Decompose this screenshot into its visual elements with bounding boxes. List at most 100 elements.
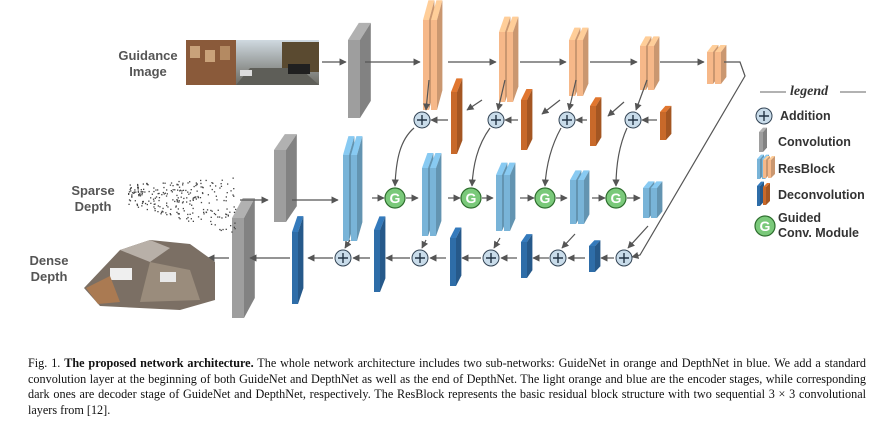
sparse-point	[131, 196, 133, 198]
depthnet-decoder-3-face	[450, 238, 456, 286]
depthnet-decoder-3	[450, 227, 462, 286]
sparse-point	[223, 199, 225, 202]
depthnet-decoder-4-top	[521, 234, 533, 242]
sparse-point	[128, 193, 130, 195]
sparse-point	[192, 220, 194, 222]
sparse-point	[176, 184, 178, 186]
guide-feature-to-gcm-4	[612, 127, 628, 187]
sparse-point	[192, 207, 194, 210]
legend-resblock-icon-orange-layer2-side	[771, 156, 775, 178]
sparse-point	[154, 197, 156, 199]
sparse-point	[205, 179, 207, 182]
guidenet-encoder-1-layer1-top	[423, 0, 435, 20]
sparse-point	[227, 214, 229, 216]
sparse-point	[165, 212, 167, 214]
legend-deconvolution-label: Deconvolution	[778, 188, 865, 202]
guidenet-add-1-cross	[417, 115, 427, 125]
guidance-image	[186, 40, 319, 85]
sparse-point	[233, 206, 235, 208]
guidenet-encoder-3	[569, 27, 589, 96]
sparse-point	[206, 209, 209, 211]
guidenet-encoder-4-layer2	[648, 36, 660, 90]
guidenet-encoder-2-layer1-top	[499, 16, 511, 32]
sparse-point	[172, 189, 174, 191]
sparse-point	[165, 195, 168, 197]
legend-resblock-icon-blue-layer2-top	[762, 154, 769, 159]
sparse-point	[233, 195, 235, 197]
sparse-point	[179, 189, 182, 191]
depthnet-add-4-cross	[553, 253, 563, 263]
guidenet-decoder-1-face	[451, 92, 457, 154]
depthnet-encoder-5-layer2-face	[651, 188, 657, 218]
legend-resblock-icon-orange-layer2-top	[768, 156, 775, 160]
sparse-point	[189, 213, 191, 215]
sparse-point	[185, 189, 187, 192]
sparse-point	[182, 201, 184, 203]
sparse-point	[158, 192, 160, 195]
sparse-point	[146, 208, 148, 211]
depthnet-encoder-1-layer2-side	[357, 136, 363, 241]
depthnet-decoder-1	[292, 216, 304, 304]
sparse-point	[210, 209, 212, 212]
sparse-point	[163, 186, 165, 189]
depthnet-add-1-cross	[338, 253, 348, 263]
sparse-point	[176, 201, 178, 203]
guide-enc-skip-4	[634, 79, 648, 111]
depthnet-encoder-4	[570, 170, 590, 224]
sparse-point	[178, 200, 180, 202]
sparse-point	[178, 213, 180, 215]
guidenet-encoder-1-layer2-top	[431, 0, 443, 20]
sparse-point	[129, 200, 132, 202]
sparse-point	[182, 184, 184, 186]
depthnet-encoder-4-layer2-face	[578, 180, 584, 224]
sparse-point	[189, 181, 191, 183]
guidenet-encoder-2-layer1-face	[499, 32, 505, 102]
depthnet-encoder-1-layer2	[351, 136, 363, 241]
sparse-point	[159, 206, 161, 208]
sparse-point	[187, 213, 189, 216]
legend	[757, 91, 866, 206]
sparse-point	[187, 216, 189, 219]
sparse-point	[192, 198, 194, 200]
sparse-point	[199, 197, 202, 199]
depthnet-add-3	[482, 249, 500, 267]
guidenet-decoder-4-top	[660, 105, 672, 112]
depthnet-input-conv-top	[274, 134, 297, 150]
sparse-point	[187, 191, 189, 193]
guidenet-encoder-4-layer2-side	[654, 36, 660, 90]
depthnet-add-5	[615, 249, 633, 267]
sparse-point	[186, 197, 188, 199]
guidenet-decoder-3	[590, 97, 602, 146]
guidenet-encoder-2-layer2-top	[507, 16, 519, 32]
sparse-point	[212, 182, 214, 184]
sparse-point	[139, 193, 141, 195]
sparse-point	[154, 208, 156, 210]
depthnet-add-3-cross	[486, 253, 496, 263]
depthnet-decoder-5-top	[589, 240, 601, 246]
guide-bottleneck-to-depth-arrow	[631, 61, 746, 259]
depthnet-output-conv-top	[232, 198, 255, 218]
sparse-point	[162, 207, 164, 210]
guidenet-add-4-cross	[628, 115, 638, 125]
sparse-point	[235, 208, 237, 211]
sparse-point	[137, 188, 139, 190]
legend-resblock-label: ResBlock	[778, 162, 835, 176]
depth-enc-skip-4	[561, 233, 576, 249]
sparse-point	[201, 192, 204, 194]
sparse-point	[137, 185, 139, 187]
sparse-point	[215, 195, 217, 197]
sparse-point	[148, 190, 150, 193]
sparse-point	[203, 213, 205, 215]
sparse-point	[141, 202, 144, 205]
sparse-point	[150, 197, 152, 199]
sparse-point	[170, 182, 173, 184]
sparse-point	[131, 194, 133, 196]
sparse-point	[180, 196, 182, 198]
sparse-point	[136, 203, 138, 205]
legend-deconv-icon-blue-top	[757, 181, 764, 186]
dense-depth-image	[84, 240, 215, 310]
sparse-point	[170, 214, 172, 216]
sparse-point	[166, 202, 168, 204]
depthnet-decoder-1-face	[292, 232, 298, 304]
